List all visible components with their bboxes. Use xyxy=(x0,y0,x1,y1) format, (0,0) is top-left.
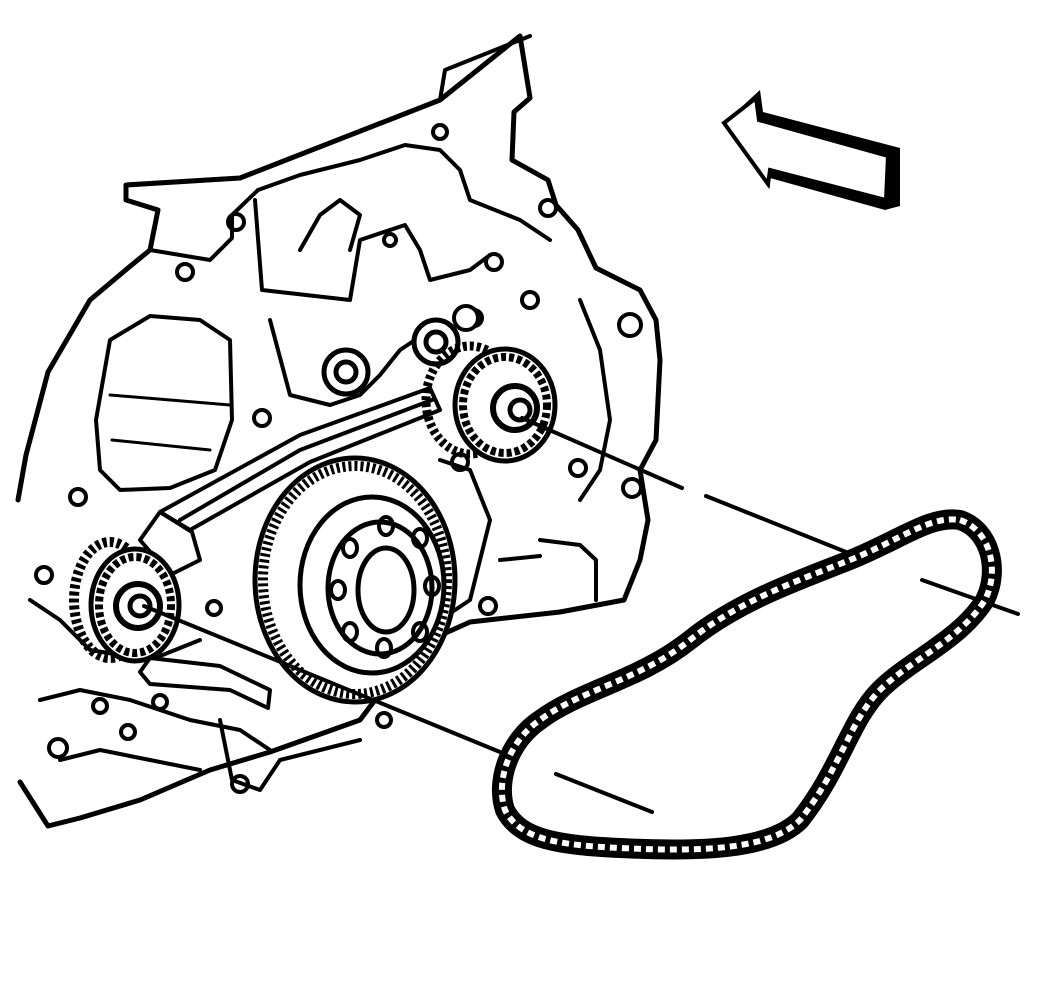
direction-arrow-icon xyxy=(721,90,900,210)
idler-sprocket xyxy=(69,537,182,664)
intermediate-sprocket xyxy=(421,341,558,464)
crankshaft-sprocket xyxy=(252,455,458,705)
chain-guide-lower xyxy=(138,656,272,710)
timing-chain xyxy=(491,509,1002,860)
engine-block xyxy=(15,33,663,829)
alignment-lines xyxy=(142,416,1020,814)
chain-guide xyxy=(138,386,442,577)
idler-bolts xyxy=(321,304,480,397)
